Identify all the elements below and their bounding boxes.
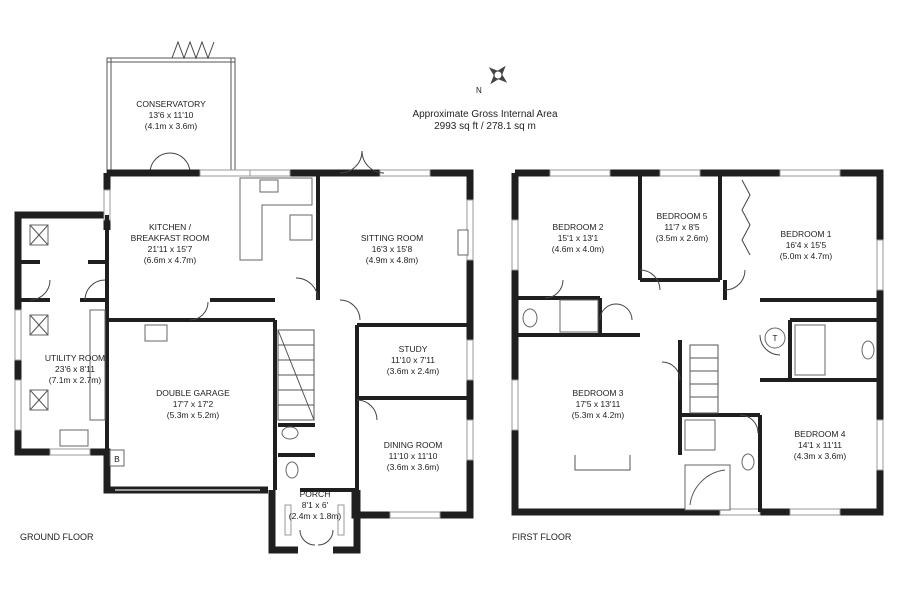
dining-name: DINING ROOM: [384, 440, 443, 450]
room-label-bedroom-2: BEDROOM 2 15'1 x 13'1 (4.6m x 4.0m): [552, 222, 605, 254]
kitchen-name-line1: KITCHEN /: [149, 222, 192, 232]
garage-imperial: 17'7 x 17'2: [173, 399, 214, 409]
first-windows: [511, 169, 884, 516]
bedroom-5-name: BEDROOM 5: [656, 211, 707, 221]
room-label-conservatory: CONSERVATORY 13'6 x 11'10 (4.1m x 3.6m): [136, 99, 206, 131]
first-floor-label: FIRST FLOOR: [512, 532, 572, 542]
dining-metric: (3.6m x 3.6m): [387, 462, 440, 472]
bedroom-2-metric: (4.6m x 4.0m): [552, 244, 605, 254]
bedroom-4-name: BEDROOM 4: [794, 429, 845, 439]
dining-imperial: 11'10 x 11'10: [389, 451, 438, 461]
room-label-bedroom-5: BEDROOM 5 11'7 x 8'5 (3.5m x 2.6m): [656, 211, 709, 243]
sitting-room-name: SITTING ROOM: [361, 233, 423, 243]
bedroom-4-imperial: 14'1 x 11'11: [798, 440, 842, 450]
bedroom-2-imperial: 15'1 x 13'1: [558, 233, 599, 243]
compass-rose-icon: [488, 65, 508, 85]
first-doors: [544, 269, 781, 434]
room-label-bedroom-3: BEDROOM 3 17'5 x 13'11 (5.3m x 4.2m): [572, 388, 625, 420]
sitting-room-imperial: 16'3 x 15'8: [372, 244, 413, 254]
garage-name: DOUBLE GARAGE: [156, 388, 230, 398]
utility-metric: (7.1m x 2.7m): [49, 375, 102, 385]
bedroom-1-metric: (5.0m x 4.7m): [780, 251, 833, 261]
room-label-garage: DOUBLE GARAGE 17'7 x 17'2 (5.3m x 5.2m): [156, 388, 230, 420]
kitchen-imperial: 21'11 x 15'7: [148, 244, 193, 254]
gross-area-title: Approximate Gross Internal Area: [412, 109, 558, 120]
first-internal-walls: [515, 173, 880, 512]
bedroom-3-name: BEDROOM 3: [572, 388, 623, 398]
bedroom-3-imperial: 17'5 x 13'11: [576, 399, 621, 409]
study-metric: (3.6m x 2.4m): [387, 366, 440, 376]
bedroom-1-imperial: 16'4 x 15'5: [786, 240, 827, 250]
compass-north-label: N: [476, 86, 482, 95]
ground-floor-plan: [14, 40, 474, 554]
utility-name: UTILITY ROOM: [45, 353, 105, 363]
conservatory-imperial: 13'6 x 11'10: [149, 110, 194, 120]
boiler-marker: B: [114, 454, 120, 464]
room-label-bedroom-1: BEDROOM 1 16'4 x 15'5 (5.0m x 4.7m): [780, 229, 833, 261]
ground-fixtures: [29, 177, 469, 491]
bedroom-5-metric: (3.5m x 2.6m): [656, 233, 709, 243]
bedroom-3-metric: (5.3m x 4.2m): [572, 410, 625, 420]
porch-imperial: 8'1 x 6': [302, 500, 329, 510]
gross-area-value: 2993 sq ft / 278.1 sq m: [434, 121, 536, 132]
porch-name: PORCH: [300, 489, 331, 499]
ground-windows: [14, 169, 474, 536]
first-fixtures: [522, 179, 875, 511]
tank-marker: T: [772, 333, 777, 343]
room-label-study: STUDY 11'10 x 7'11 (3.6m x 2.4m): [387, 344, 440, 376]
study-imperial: 11'10 x 7'11: [391, 355, 435, 365]
room-label-dining: DINING ROOM 11'10 x 11'10 (3.6m x 3.6m): [384, 440, 443, 472]
room-label-kitchen: KITCHEN / BREAKFAST ROOM 21'11 x 15'7 (6…: [131, 222, 210, 265]
study-name: STUDY: [399, 344, 428, 354]
utility-imperial: 23'6 x 8'11: [55, 364, 95, 374]
bedroom-1-name: BEDROOM 1: [780, 229, 831, 239]
bedroom-2-name: BEDROOM 2: [552, 222, 603, 232]
bedroom-5-imperial: 11'7 x 8'5: [664, 222, 699, 232]
room-label-bedroom-4: BEDROOM 4 14'1 x 11'11 (4.3m x 3.6m): [794, 429, 847, 461]
conservatory-name: CONSERVATORY: [136, 99, 206, 109]
room-label-sitting-room: SITTING ROOM 16'3 x 15'8 (4.9m x 4.8m): [361, 233, 423, 265]
garage-metric: (5.3m x 5.2m): [167, 410, 220, 420]
kitchen-name-line2: BREAKFAST ROOM: [131, 233, 210, 243]
bedroom-4-metric: (4.3m x 3.6m): [794, 451, 847, 461]
room-label-porch: PORCH 8'1 x 6' (2.4m x 1.8m): [289, 489, 342, 521]
porch-metric: (2.4m x 1.8m): [289, 511, 342, 521]
kitchen-metric: (6.6m x 4.7m): [144, 255, 197, 265]
room-label-utility: UTILITY ROOM 23'6 x 8'11 (7.1m x 2.7m): [45, 353, 105, 385]
sitting-room-metric: (4.9m x 4.8m): [366, 255, 419, 265]
first-floor-plan: [511, 169, 884, 516]
ground-doors: [29, 150, 385, 546]
ground-staircase: [277, 329, 315, 421]
conservatory-metric: (4.1m x 3.6m): [145, 121, 198, 131]
first-staircase: [689, 344, 719, 414]
ground-floor-label: GROUND FLOOR: [20, 532, 94, 542]
